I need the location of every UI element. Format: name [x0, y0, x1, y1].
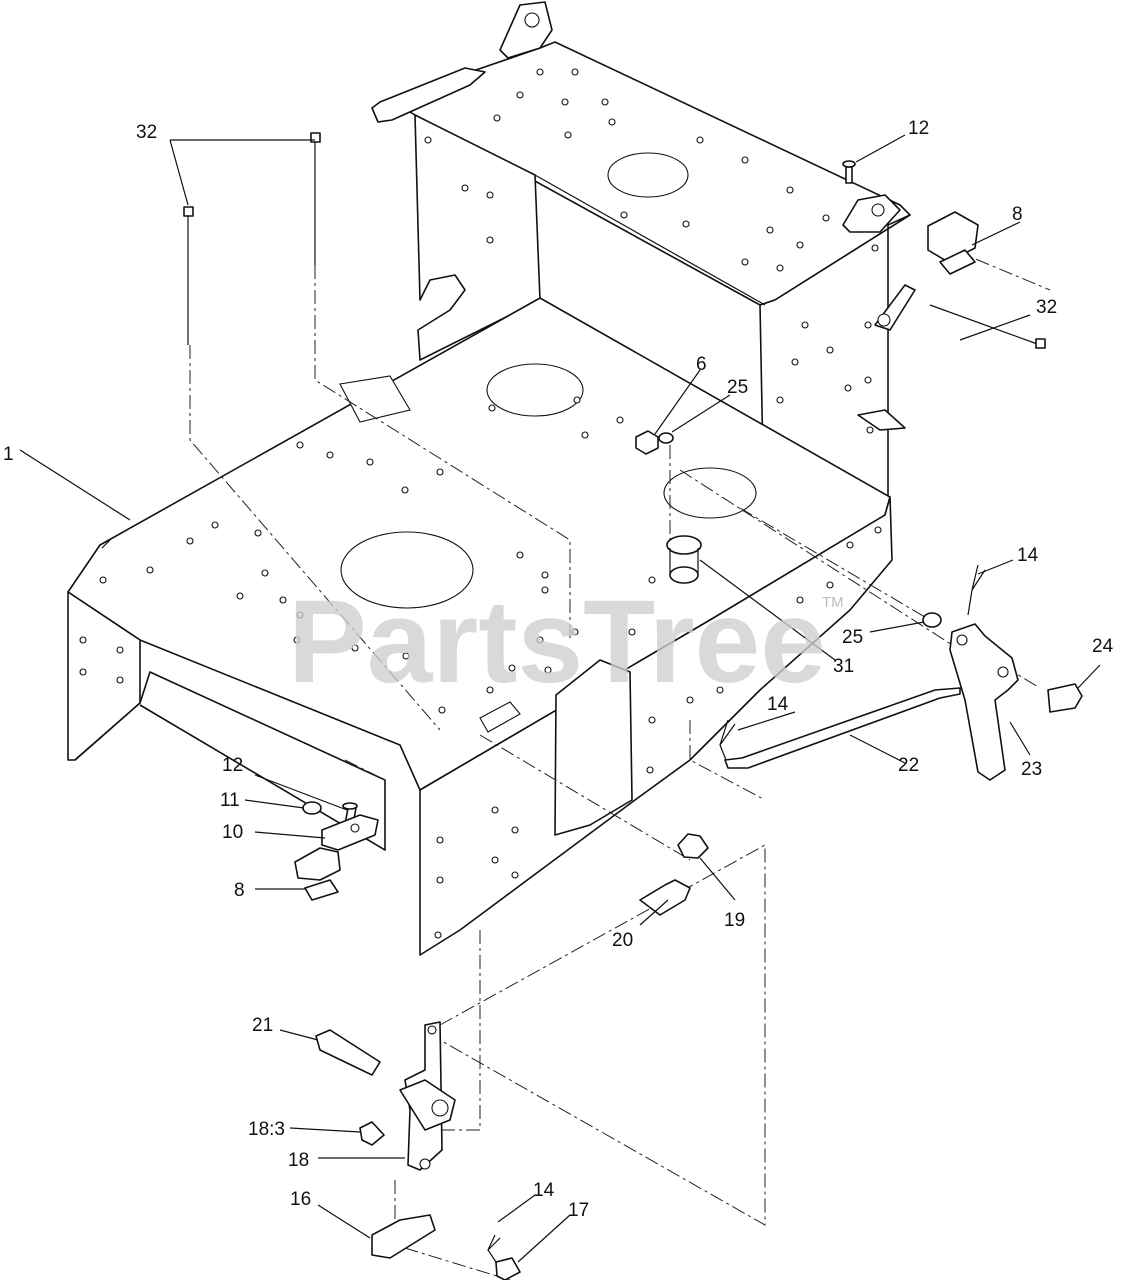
callout-20: 20: [612, 930, 633, 951]
pin-17: [495, 1257, 521, 1280]
hairpin-14-upper: [967, 564, 986, 616]
front-frame: [67, 297, 893, 956]
callout-8: 8: [234, 880, 245, 901]
callout-19: 19: [724, 910, 745, 931]
callout-22: 22: [898, 755, 919, 776]
bolt-24: [1047, 683, 1083, 713]
callout-14: 14: [533, 1180, 555, 1201]
rear-side-holes: [424, 136, 879, 434]
washer-25-upper: [658, 432, 674, 444]
grease-fitting: [359, 1121, 385, 1146]
callout-21: 21: [252, 1015, 273, 1036]
callout-11: 11: [220, 790, 240, 811]
top-plate-holes: [493, 68, 830, 272]
callout-16: 16: [290, 1189, 311, 1210]
watermark: PartsTree TM: [288, 576, 844, 708]
spacer-11: [302, 801, 322, 815]
watermark-trademark: TM: [822, 594, 844, 611]
small-parts: [183, 132, 1083, 1280]
callout-24: 24: [1092, 636, 1114, 657]
callout-23: 23: [1021, 759, 1042, 780]
callout-25: 25: [727, 377, 748, 398]
callout-labels: 32 12 8 32 1 6 25 14 25 31 24 14 23 22 1…: [3, 118, 1114, 1221]
callout-10: 10: [222, 822, 243, 843]
slot-hole: [339, 375, 411, 423]
rod-22: [724, 687, 961, 769]
middle-large-hole: [486, 363, 584, 417]
top-left-bracket: [371, 67, 486, 123]
bracket-10: [321, 814, 379, 851]
right-ear-bracket: [842, 194, 901, 233]
lever-hub: [399, 1079, 456, 1131]
switch-mount-8: [304, 879, 339, 901]
grommet-31: [666, 535, 702, 555]
callout-14: 14: [1017, 545, 1039, 566]
interlock-switch-upper: [927, 211, 979, 263]
nut-6: [635, 430, 659, 455]
interlock-switch-lower: [294, 847, 341, 881]
callout-14: 14: [767, 694, 789, 715]
callout-6: 6: [696, 354, 707, 375]
callout-32: 32: [1036, 297, 1057, 318]
front-face-holes: [79, 526, 882, 939]
bolt-20: [639, 879, 691, 916]
square-slot: [479, 701, 521, 733]
clevis-16: [371, 1214, 436, 1259]
callout-8: 8: [1012, 204, 1023, 225]
pivot-shaft-21: [315, 1029, 381, 1076]
top-ear-bracket: [499, 1, 553, 59]
hairpin-14-mid: [719, 719, 736, 761]
callout-1: 1: [3, 444, 14, 465]
assembly-lines: [189, 239, 1051, 1280]
callout-25: 25: [842, 627, 863, 648]
rear-right-hole: [663, 467, 757, 519]
flange-nut-19: [677, 833, 709, 859]
callout-32: 32: [136, 122, 157, 143]
watermark-text: PartsTree: [288, 576, 826, 708]
callout-17: 17: [568, 1200, 589, 1221]
washer-25-lower: [922, 612, 942, 628]
callout-31: 31: [833, 656, 854, 677]
front-large-hole: [340, 531, 474, 609]
callout-18-3: 18:3: [248, 1119, 285, 1140]
callout-12: 12: [908, 118, 929, 139]
front-plate-holes: [99, 396, 656, 714]
callout-18: 18: [288, 1150, 309, 1171]
leader-lines: [19, 134, 1101, 1263]
link-arm-23: [949, 623, 1019, 781]
callout-12: 12: [222, 755, 243, 776]
cable-tie-rear: [929, 304, 1041, 346]
